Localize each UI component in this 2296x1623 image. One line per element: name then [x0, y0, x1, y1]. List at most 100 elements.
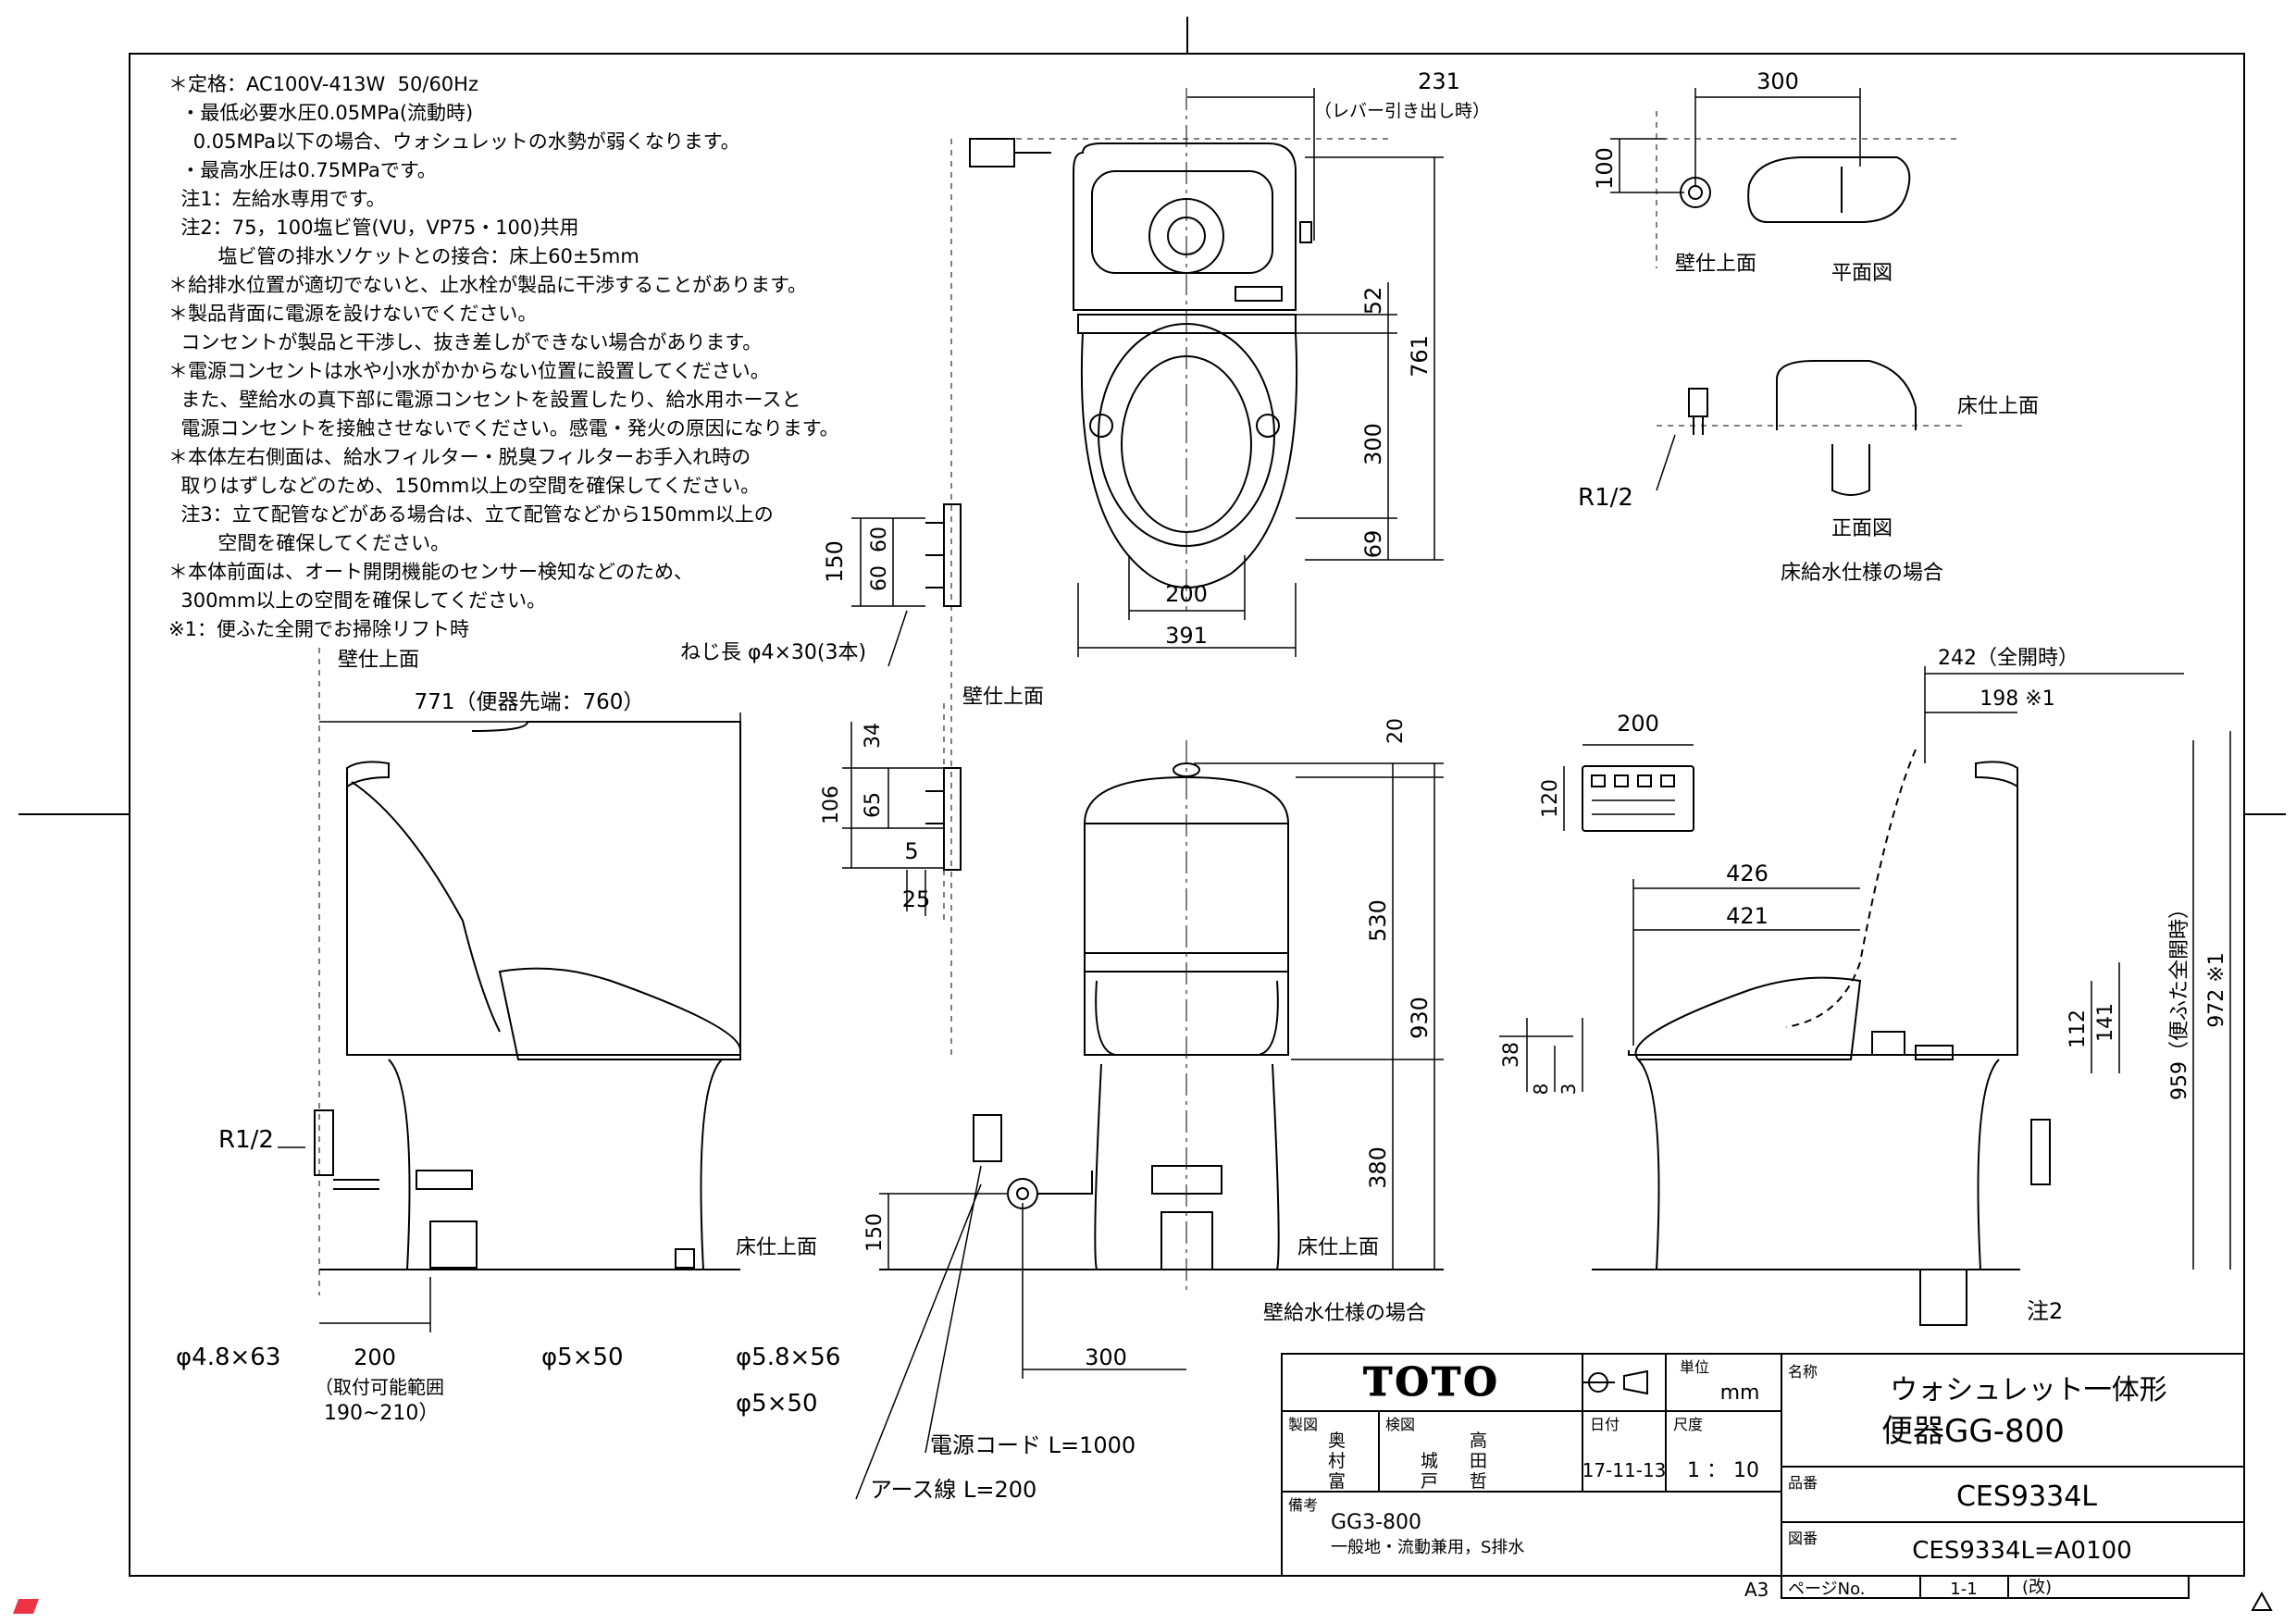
dim-100: 100: [1592, 147, 1618, 190]
name-char: 哲: [1470, 1471, 1487, 1492]
top-plan-view: [950, 88, 1388, 1055]
dim-5: 5: [904, 838, 918, 864]
dim-300-front: 300: [1085, 1344, 1127, 1370]
toto-logo: TOTO: [1363, 1359, 1500, 1405]
dim-426: 426: [1726, 861, 1769, 886]
dim-200-plan: 200: [1165, 581, 1208, 607]
dim-391: 391: [1165, 623, 1208, 649]
note-line: 塩ビ管の排水ソケットとの接合：床上60±5mm: [168, 245, 639, 267]
label-plan-view: 平面図: [1831, 262, 1893, 285]
note-line: ＊本体前面は、オート開閉機能のセンサー検知などのため、: [168, 561, 693, 583]
note-line: 注1：左給水専用です。: [168, 188, 386, 210]
label-mount-range-value: 190~210）: [324, 1402, 439, 1425]
dim-972: 972 ※1: [2205, 952, 2228, 1027]
left-side-dimensions: [278, 712, 741, 1332]
dim-60a: 60: [868, 527, 891, 552]
note-line: 電源コンセントを接触させないでください。感電・発火の原因になります。: [168, 417, 839, 440]
dim-65: 65: [862, 792, 885, 818]
dim-34: 34: [862, 723, 885, 749]
tb-page-label: ページNo.: [1788, 1580, 1866, 1599]
left-side-elevation: [314, 648, 741, 1295]
corner-mark-icon: [13, 1599, 39, 1614]
label-r12-top: R1/2: [1578, 484, 1633, 512]
note-line: ＊電源コンセントは水や小水がかからない位置に設置してください。: [168, 360, 770, 382]
name-char: 戸: [1421, 1471, 1438, 1492]
middle-bracket-detail: [925, 703, 962, 925]
revision-triangle-icon: [2251, 1591, 2273, 1611]
dim-60b: 60: [868, 565, 891, 591]
dim-771: 771（便器先端：760）: [415, 690, 645, 714]
tb-scale: 1 ： 10: [1687, 1459, 1759, 1482]
dim-200-panel: 200: [1617, 711, 1659, 737]
tb-revision: (改): [2022, 1578, 2052, 1597]
right-side-dims: [1499, 666, 2231, 1270]
tb-date-label: 日付: [1590, 1416, 1620, 1433]
tb-page: 1-1: [1950, 1580, 1977, 1599]
dim-phi58x56: φ5.8×56: [736, 1344, 840, 1371]
dim-300-top: 300: [1756, 68, 1799, 94]
note-line: ＊定格：AC100V-413W 50/60Hz: [168, 73, 478, 95]
label-screw: ねじ長 φ4×30(3本): [680, 641, 866, 664]
label-floor-supply-case: 床給水仕様の場合: [1781, 562, 1943, 585]
note-line: 空間を確保してください。: [168, 532, 451, 554]
label-earth-wire: アース線 L=200: [870, 1477, 1036, 1503]
dim-phi48x63: φ4.8×63: [176, 1344, 280, 1371]
dim-phi5x50-b: φ5×50: [736, 1390, 818, 1418]
tb-name-label: 名称: [1788, 1363, 1818, 1381]
tb-drawing-no: CES9334L=A0100: [1912, 1537, 2131, 1565]
note-line: また、壁給水の真下部に電源コンセントを設置したり、給水用ホースと: [168, 389, 801, 411]
tb-drawn-by: 奥村富: [1328, 1431, 1346, 1492]
middle-bracket-dims: [842, 722, 944, 916]
note-line: 300mm以上の空間を確保してください。: [168, 589, 547, 612]
tb-unit-label: 単位: [1680, 1358, 1709, 1376]
note-line: 注2：75，100塩ビ管(VU，VP75・100)共用: [168, 217, 579, 239]
label-power-cord: 電源コード L=1000: [930, 1432, 1136, 1458]
dim-761: 761: [1407, 335, 1433, 378]
tb-remarks-label: 備考: [1288, 1496, 1318, 1514]
note-line: ＊本体左右側面は、給水フィルター・脱臭フィルターお手入れ時の: [168, 446, 751, 468]
floor-supply-dimensions: [1610, 88, 1861, 491]
right-side-elevation: [1592, 749, 2051, 1326]
dim-120-panel: 120: [1539, 779, 1562, 818]
name-char: 城: [1421, 1451, 1438, 1471]
tb-checked-by-2: 城戸: [1421, 1451, 1438, 1492]
dim-150-front: 150: [863, 1213, 887, 1252]
tb-part-no: CES9334L: [1956, 1481, 2097, 1513]
label-lever-pull: （レバー引き出し時）: [1314, 101, 1490, 121]
dim-530: 530: [1365, 899, 1391, 942]
dim-930: 930: [1407, 997, 1433, 1039]
dim-3: 3: [1558, 1084, 1580, 1096]
dim-69: 69: [1360, 530, 1386, 559]
tb-name-line1: ウォシュレット一体形: [1890, 1374, 2166, 1406]
dim-150-bracket: 150: [822, 540, 848, 583]
note-line: ＊給排水位置が適切でないと、止水栓が製品に干渉することがあります。: [168, 274, 808, 296]
tb-drawn-label: 製図: [1288, 1416, 1318, 1433]
label-front-view: 正面図: [1831, 517, 1893, 540]
tb-checked-label: 検図: [1385, 1416, 1415, 1433]
dim-38: 38: [1500, 1042, 1523, 1068]
dim-phi5x50-a: φ5×50: [541, 1344, 624, 1371]
tb-remarks-1: GG3-800: [1331, 1511, 1421, 1534]
tb-checked-by-1: 高田哲: [1470, 1431, 1487, 1492]
remote-control-panel: [1563, 744, 1694, 832]
dim-231: 231: [1418, 68, 1460, 94]
top-plan-dimensions: [1077, 88, 1444, 657]
front-elevation-dims: [855, 762, 1444, 1500]
label-r12-left: R1/2: [218, 1126, 274, 1154]
tb-part-label: 品番: [1788, 1474, 1818, 1492]
tb-drawing-label: 図番: [1788, 1530, 1818, 1547]
name-char: 高: [1470, 1431, 1487, 1451]
dim-300-vertical: 300: [1360, 423, 1386, 465]
note-line: 注3：立て配管などがある場合は、立て配管などから150mm以上の: [168, 503, 774, 526]
bracket-detail: [851, 503, 962, 667]
label-wall-surface-plan: 壁仕上面: [1675, 253, 1756, 276]
front-elevation: [879, 740, 1444, 1295]
dim-8: 8: [1530, 1084, 1552, 1096]
dim-141: 141: [2094, 1003, 2117, 1042]
label-wall-surface-middle: 壁仕上面: [962, 686, 1044, 709]
tb-date: 17-11-13: [1582, 1459, 1667, 1481]
tb-remarks-2: 一般地・流動兼用，S排水: [1331, 1538, 1524, 1557]
tb-unit: mm: [1720, 1381, 1760, 1405]
label-wall-supply-case: 壁給水仕様の場合: [1263, 1302, 1426, 1325]
